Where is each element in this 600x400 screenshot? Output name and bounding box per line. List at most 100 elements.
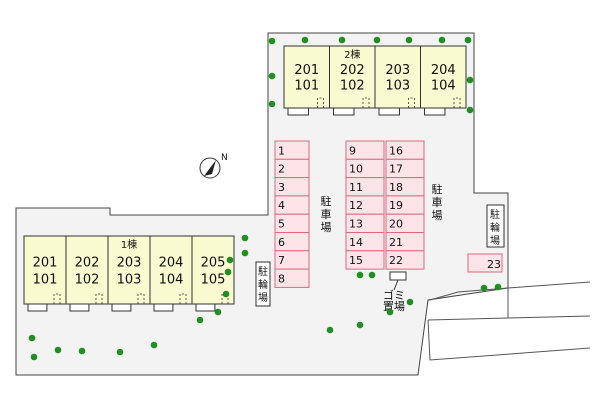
unit-number-upper: 203 (385, 63, 410, 78)
unit-number-upper: 202 (340, 63, 365, 78)
unit (420, 45, 467, 109)
parking-stall-number: 5 (278, 218, 285, 231)
tree-icon (268, 37, 276, 45)
tree-icon (241, 234, 249, 242)
balcony (69, 303, 90, 312)
parking-stall (467, 253, 503, 273)
parking-stall-number: 19 (389, 199, 403, 212)
tree-icon (222, 290, 230, 298)
unit-number-lower: 102 (75, 273, 100, 288)
label-char: 場 (321, 221, 332, 234)
tree-icon (214, 308, 222, 316)
tree-icon (405, 36, 413, 44)
bicycle-parking-right: 駐輪場 (486, 204, 505, 248)
unit-number-upper: 201 (294, 63, 319, 78)
label-char: 車 (432, 195, 443, 209)
parking-stall (274, 268, 310, 288)
trees (28, 36, 502, 361)
parking-stall-number: 2 (278, 163, 285, 176)
parking-stall-number: 7 (278, 254, 285, 267)
unit (329, 45, 376, 109)
tree-icon (406, 298, 414, 306)
north-label: N (221, 153, 228, 163)
parking-stall-number: 6 (278, 236, 285, 249)
parking-stall-number: 15 (349, 254, 363, 267)
tree-icon (373, 36, 381, 44)
unit (374, 45, 421, 109)
bicycle-parking-left: 駐輪場 (255, 261, 271, 307)
tree-icon (338, 36, 346, 44)
tree-icon (356, 321, 364, 329)
parking-stall (345, 250, 385, 270)
unit-number-lower: 101 (33, 273, 58, 288)
parking-stall-number: 23 (487, 258, 501, 271)
parking-stall-number: 21 (389, 236, 403, 249)
unit-number-upper: 205 (201, 256, 226, 271)
unit (107, 235, 151, 305)
label-char: 輪 (258, 278, 268, 291)
tree-icon (326, 326, 334, 334)
tree-icon (196, 316, 204, 324)
tree-icon (30, 353, 38, 361)
unit-number-upper: 202 (75, 256, 100, 271)
balcony (195, 303, 216, 312)
label-char: 輪 (490, 221, 500, 234)
parking-stall-number: 20 (389, 218, 403, 231)
unit-number-upper: 204 (431, 63, 456, 78)
parking-stall (385, 250, 425, 270)
tree-icon (368, 271, 376, 279)
label-char: 駐 (258, 265, 268, 278)
unit (283, 45, 330, 109)
road-lines (427, 281, 591, 361)
parking-stall-number: 10 (349, 163, 363, 176)
tree-icon (438, 36, 446, 44)
label-char: 場 (258, 291, 268, 304)
parking-label-right: 駐車場 (432, 182, 443, 222)
balcony (287, 107, 309, 116)
tree-icon (466, 106, 474, 114)
tree-icon (78, 347, 86, 355)
tree-icon (480, 284, 488, 292)
parking-stall-number: 11 (349, 181, 363, 194)
tree-icon (356, 271, 364, 279)
unit (65, 235, 109, 305)
building-2-label: 2棟 (344, 48, 360, 61)
parking-stall-number: 17 (389, 163, 403, 176)
balcony (378, 107, 400, 116)
balcony (153, 303, 174, 312)
tree-icon (268, 100, 276, 108)
unit-number-lower: 103 (117, 273, 142, 288)
label-char: 車 (321, 207, 332, 221)
label-char: 場 (490, 234, 500, 247)
parking-stall-number: 8 (278, 272, 285, 285)
tree-icon (150, 341, 158, 349)
parking-label-left: 駐車場 (321, 194, 332, 234)
unit-number-lower: 104 (431, 78, 456, 93)
tree-icon (268, 72, 276, 80)
balcony (333, 107, 355, 116)
parking-stall-number: 18 (389, 181, 403, 194)
building-1-label: 1棟 (121, 238, 137, 251)
parking-stall-number: 16 (389, 144, 403, 157)
tree-icon (464, 36, 472, 44)
tree-icon (494, 283, 502, 291)
label-char: 駐 (321, 194, 332, 208)
unit-number-upper: 201 (33, 256, 58, 271)
parking-stall-number: 9 (349, 144, 356, 157)
parking-stall-number: 13 (349, 218, 363, 231)
label-char: 場 (432, 209, 443, 222)
unit-number-upper: 203 (117, 256, 142, 271)
balcony (111, 303, 132, 312)
unit-number-lower: 104 (159, 273, 184, 288)
unit-number-lower: 105 (201, 273, 226, 288)
tree-icon (226, 256, 234, 264)
label-char: 駐 (490, 208, 500, 221)
balcony (424, 107, 446, 116)
unit-number-lower: 103 (385, 78, 410, 93)
parking-stall-number: 4 (278, 199, 285, 212)
parking-stall-number: 14 (349, 236, 363, 249)
